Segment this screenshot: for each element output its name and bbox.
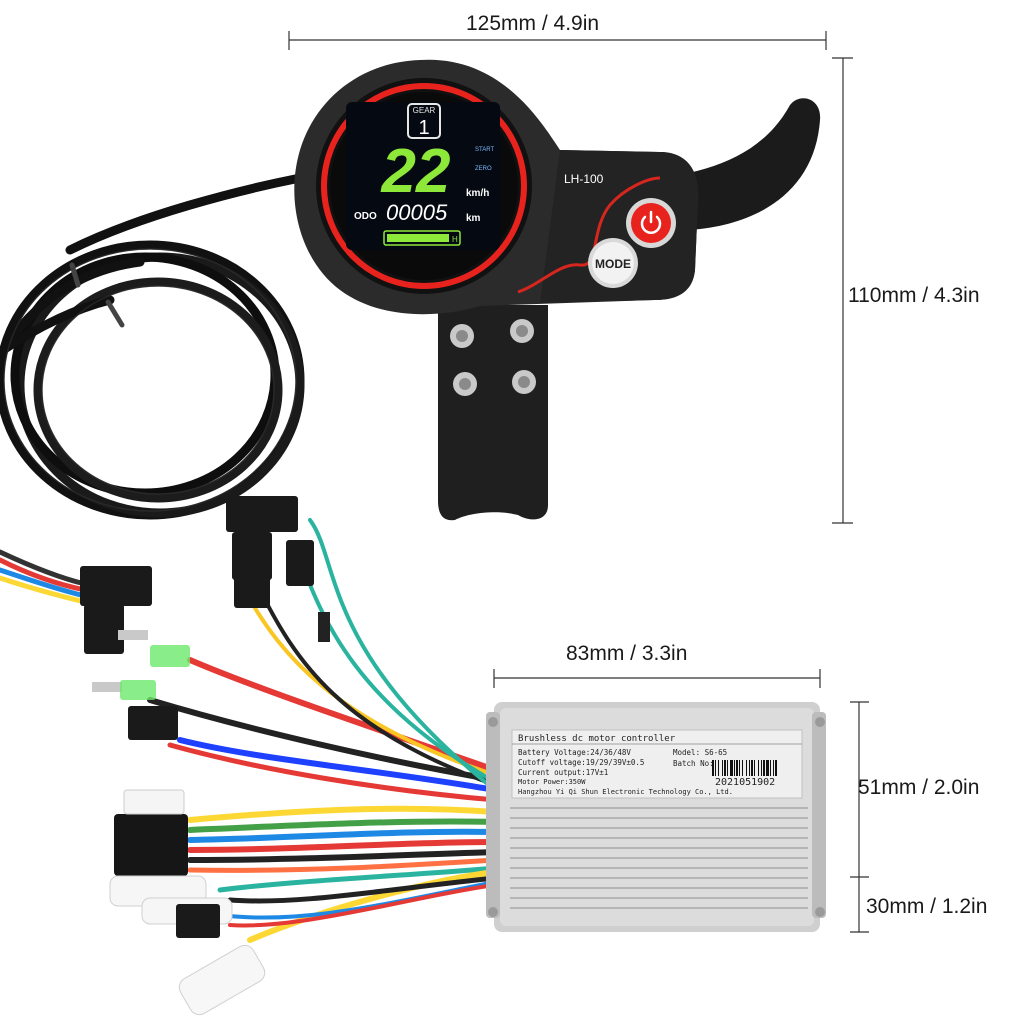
mode-button[interactable]: MODE [588, 238, 638, 288]
battery-voltage-spec: Battery Voltage:24/36/48V [518, 748, 631, 757]
batch-label: Batch No: [673, 759, 714, 768]
display-unit [294, 59, 821, 521]
speed-unit: km/h [466, 188, 489, 199]
manufacturer-text: Hangzhou Yi Qi Shun Electronic Technolog… [518, 788, 733, 796]
controller-depth-label: 30mm / 1.2in [866, 895, 988, 918]
mount-bolts [450, 319, 536, 396]
connectors [80, 496, 330, 1016]
mode-button-label: MODE [595, 257, 631, 271]
dimension-lines [288, 31, 869, 933]
power-icon [640, 210, 662, 234]
motor-power-spec: Motor Power:350W [518, 778, 586, 786]
display-width-label: 125mm / 4.9in [466, 12, 600, 35]
gear-label: GEAR [413, 106, 436, 115]
gear-value: 1 [418, 117, 429, 139]
lcd-screen: GEAR 1 22 START ZERO km/h ODO 00005 km H [354, 103, 494, 246]
coiled-cable [0, 173, 305, 520]
start-label: START [475, 147, 494, 153]
model-number: Model: S6-65 [673, 748, 727, 757]
power-button[interactable] [626, 198, 676, 248]
batch-number: 2021051902 [715, 777, 775, 788]
display-height-label: 110mm / 4.3in [848, 284, 980, 307]
controller-title: Brushless dc motor controller [518, 734, 676, 744]
motor-controller: Brushless dc motor controller Battery Vo… [486, 702, 826, 932]
odo-label: ODO [354, 211, 377, 222]
controller-width-label: 83mm / 3.3in [566, 642, 688, 665]
display-model: LH-100 [564, 172, 604, 186]
barcode [712, 760, 777, 776]
current-output-spec: Current output:17V±1 [518, 768, 608, 777]
battery-label: H [452, 235, 458, 244]
battery-bar-outline [383, 230, 461, 246]
speed-readout: 22 [381, 137, 451, 206]
controller-height-label: 51mm / 2.0in [858, 776, 980, 799]
cutoff-voltage-spec: Cutoff voltage:19/29/39V±0.5 [518, 758, 644, 767]
odo-unit: km [466, 213, 481, 224]
battery-bar-fill [387, 234, 449, 242]
zero-label: ZERO [475, 166, 492, 172]
odo-value: 00005 [386, 200, 448, 225]
